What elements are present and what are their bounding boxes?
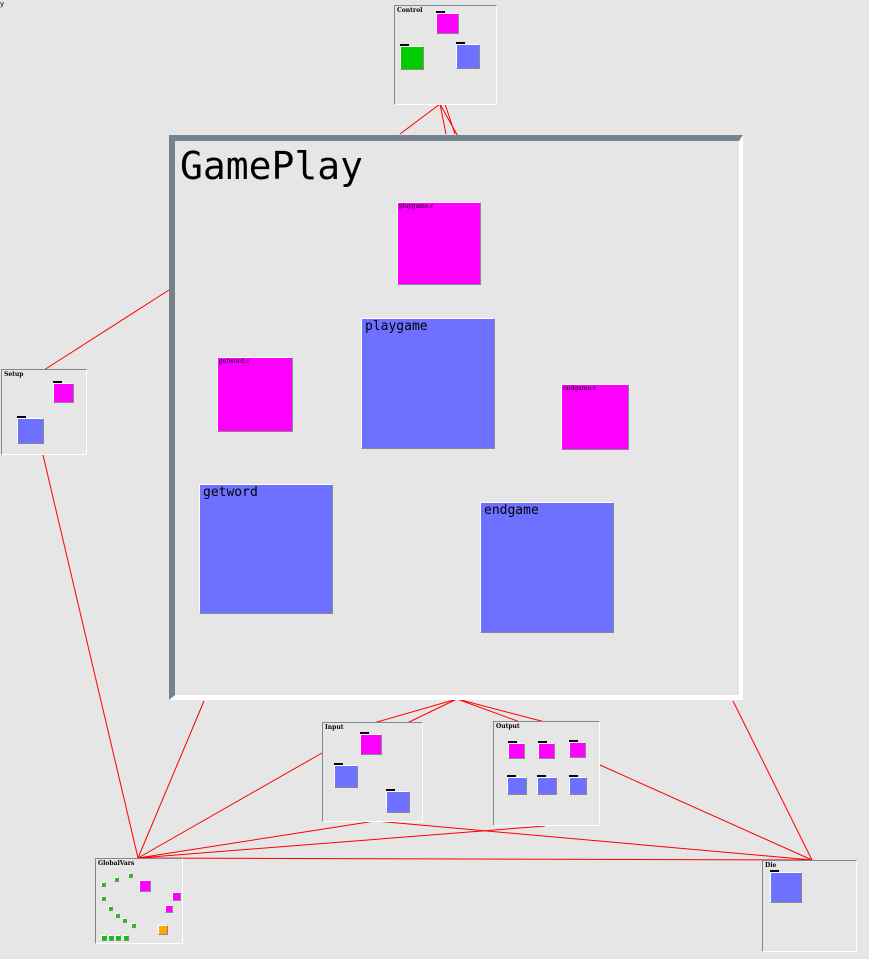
node-tag [537,775,546,777]
input-module-node-1[interactable] [334,765,358,788]
globalvars-variable-node[interactable] [122,918,127,923]
node-tag [770,870,779,872]
node-endgame-c[interactable]: endgame.c [561,384,629,450]
output-source-node-1[interactable] [508,743,525,759]
edge-setup-globalvars [42,454,139,859]
edge-gameplay-output-2 [456,698,546,723]
control-variable-node[interactable] [400,46,424,70]
globalvars-variable-node[interactable] [128,873,133,878]
output-source-node-2[interactable] [538,743,555,759]
edge-output-die [599,764,813,861]
control-module-node[interactable] [456,44,480,69]
globalvars-source-node-3[interactable] [165,905,173,913]
edge-gameplay-control-3 [439,103,461,141]
globalvars-variable-node[interactable] [108,935,114,941]
edge-gameplay-globalvars [137,700,205,859]
package-output[interactable]: Output [493,721,600,826]
node-endgame[interactable]: endgame [480,502,614,633]
edge-setup-gameplay [43,289,170,371]
globalvars-source-node-2[interactable] [172,892,181,901]
edge-output-globalvars [137,825,546,859]
edge-input-die [374,820,813,861]
package-globalvars-title: GlobalVars [98,860,135,867]
output-source-node-3[interactable] [569,742,586,758]
output-module-node-2[interactable] [537,777,557,795]
node-tag [400,44,409,46]
setup-module-node[interactable] [17,418,44,444]
globalvars-variable-node[interactable] [101,882,106,887]
package-control-title: Control [397,7,423,14]
node-playgame-c-label: playgame.c [399,203,434,210]
package-gameplay-title: GamePlay [180,144,364,188]
package-globalvars[interactable]: GlobalVars [95,858,183,944]
input-source-node[interactable] [360,734,382,755]
globalvars-source-node[interactable] [139,880,151,892]
node-endgame-label: endgame [484,503,539,518]
edge-gameplay-control-4 [444,103,456,135]
package-setup-title: Setup [4,371,24,378]
die-module-node[interactable] [770,872,802,903]
node-tag [569,775,578,777]
globalvars-variable-node[interactable] [131,923,136,928]
output-module-node-1[interactable] [507,777,527,795]
edge-gameplay-output [456,698,521,723]
node-getword-c-label: getword.c [219,358,250,365]
output-module-node-3[interactable] [569,777,587,795]
edge-globalvars-die [137,857,813,861]
node-getword-c[interactable]: getword.c [217,357,293,432]
node-tag [538,741,547,743]
edge-input-globalvars [137,752,323,859]
node-playgame[interactable]: playgame [361,318,495,449]
node-getword[interactable]: getword [199,484,333,614]
globalvars-variable-node[interactable] [108,906,113,911]
input-module-node-2[interactable] [386,791,410,813]
node-playgame-label: playgame [365,319,428,334]
package-die-title: Die [765,862,777,869]
node-tag [53,381,62,383]
globalvars-variable-node[interactable] [115,935,121,941]
package-output-title: Output [496,723,520,730]
globalvars-constant-node[interactable] [158,925,168,935]
globalvars-variable-node[interactable] [123,935,129,941]
edge-gameplay-input [369,698,458,725]
node-tag [334,763,343,765]
node-playgame-c[interactable]: playgame.c [397,202,481,285]
globalvars-variable-node[interactable] [101,896,106,901]
node-tag [507,775,516,777]
node-tag [17,416,26,418]
setup-source-node[interactable] [53,383,74,403]
node-tag [569,740,578,742]
node-endgame-c-label: endgame.c [563,385,597,392]
node-tag [360,732,369,734]
node-getword-label: getword [203,485,258,500]
package-setup[interactable]: Setup [1,369,87,455]
node-tag [456,42,465,44]
edge-gameplay-control [399,103,441,135]
edge-input-globalvars-2 [137,820,376,859]
control-source-node[interactable] [436,13,459,34]
edge-gameplay-input-2 [404,698,458,725]
edge-gameplay-die [732,700,813,861]
node-tag [386,789,395,791]
globalvars-variable-node[interactable] [101,935,107,941]
node-tag [508,741,517,743]
node-tag [436,11,445,13]
package-input-title: Input [325,724,344,731]
globalvars-variable-node[interactable] [114,877,119,882]
package-edges [42,103,813,861]
globalvars-variable-node[interactable] [115,913,120,918]
edge-gameplay-control-2 [439,103,447,135]
corner-fragment-text: y [0,0,5,8]
